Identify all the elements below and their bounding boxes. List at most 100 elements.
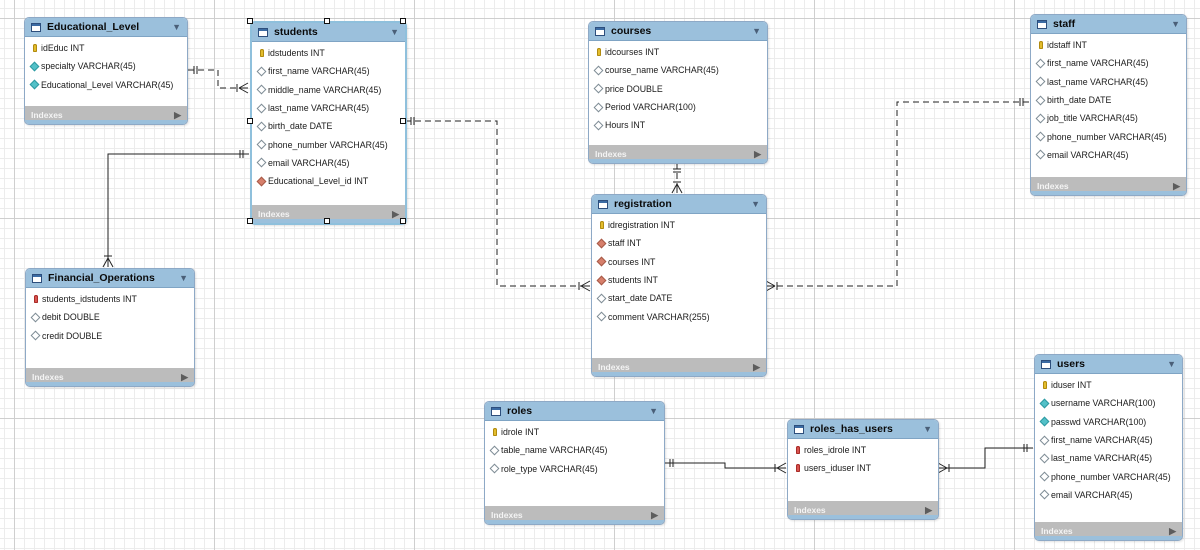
- table-column[interactable]: credit DOUBLE: [26, 327, 194, 345]
- table-column[interactable]: Educational_Level VARCHAR(45): [25, 76, 187, 94]
- table-column[interactable]: debit DOUBLE: [26, 308, 194, 326]
- table-column[interactable]: specialty VARCHAR(45): [25, 57, 187, 75]
- table-column[interactable]: first_name VARCHAR(45): [1031, 54, 1186, 72]
- collapse-chevron-icon[interactable]: ▼: [179, 273, 188, 283]
- collapse-chevron-icon[interactable]: ▼: [751, 199, 760, 209]
- relationship-roles-to-roles-has-users[interactable]: [664, 459, 787, 474]
- resize-handle[interactable]: [247, 118, 253, 124]
- table-column[interactable]: role_type VARCHAR(45): [485, 460, 664, 478]
- table-column[interactable]: job_title VARCHAR(45): [1031, 109, 1186, 127]
- table-column[interactable]: idcourses INT: [589, 43, 767, 61]
- collapse-chevron-icon[interactable]: ▼: [390, 27, 399, 37]
- expand-arrow-icon[interactable]: ▶: [174, 109, 181, 120]
- table-column[interactable]: username VARCHAR(100): [1035, 394, 1182, 412]
- table-column[interactable]: students_idstudents INT: [26, 290, 194, 308]
- table-column[interactable]: iduser INT: [1035, 376, 1182, 394]
- table-column[interactable]: comment VARCHAR(255): [592, 307, 766, 325]
- relationship-line[interactable]: [664, 462, 786, 469]
- indexes-section[interactable]: Indexes▶: [252, 205, 405, 223]
- table-column[interactable]: birth_date DATE: [1031, 91, 1186, 109]
- table-column[interactable]: course_name VARCHAR(45): [589, 61, 767, 79]
- expand-arrow-icon[interactable]: ▶: [1169, 525, 1176, 536]
- indexes-section[interactable]: Indexes▶: [788, 501, 938, 519]
- relationship-educational-level-to-students[interactable]: [188, 66, 249, 94]
- table-column[interactable]: idrole INT: [485, 423, 664, 441]
- table-header[interactable]: roles▼: [485, 402, 664, 421]
- table-column[interactable]: idstudents INT: [252, 44, 405, 62]
- expand-arrow-icon[interactable]: ▶: [1173, 180, 1180, 191]
- table-column[interactable]: phone_number VARCHAR(45): [252, 135, 405, 153]
- table-header[interactable]: Financial_Operations▼: [26, 269, 194, 288]
- table-column[interactable]: staff INT: [592, 234, 766, 252]
- expand-arrow-icon[interactable]: ▶: [754, 148, 761, 159]
- table-column[interactable]: idregistration INT: [592, 216, 766, 234]
- table-column[interactable]: start_date DATE: [592, 289, 766, 307]
- table-header[interactable]: students▼: [252, 23, 405, 42]
- table-column[interactable]: idEduc INT: [25, 39, 187, 57]
- resize-handle[interactable]: [400, 218, 406, 224]
- indexes-section[interactable]: Indexes▶: [25, 106, 187, 124]
- collapse-chevron-icon[interactable]: ▼: [1167, 359, 1176, 369]
- indexes-section[interactable]: Indexes▶: [592, 358, 766, 376]
- collapse-chevron-icon[interactable]: ▼: [1171, 19, 1180, 29]
- table-header[interactable]: roles_has_users▼: [788, 420, 938, 439]
- relationship-line[interactable]: [766, 101, 1029, 287]
- resize-handle[interactable]: [323, 218, 330, 224]
- expand-arrow-icon[interactable]: ▶: [181, 371, 188, 382]
- relationship-users-to-roles-has-users[interactable]: [937, 444, 1033, 474]
- indexes-section[interactable]: Indexes▶: [1031, 177, 1186, 195]
- indexes-section[interactable]: Indexes▶: [485, 506, 664, 524]
- expand-arrow-icon[interactable]: ▶: [925, 504, 932, 515]
- relationship-students-to-registration[interactable]: [405, 117, 591, 292]
- table-column[interactable]: phone_number VARCHAR(45): [1031, 127, 1186, 145]
- collapse-chevron-icon[interactable]: ▼: [172, 22, 181, 32]
- table-column[interactable]: middle_name VARCHAR(45): [252, 81, 405, 99]
- table-column[interactable]: first_name VARCHAR(45): [252, 62, 405, 80]
- resize-handle[interactable]: [247, 218, 253, 224]
- relationship-line[interactable]: [107, 153, 249, 267]
- resize-handle[interactable]: [400, 118, 406, 124]
- table-column[interactable]: email VARCHAR(45): [1035, 486, 1182, 504]
- collapse-chevron-icon[interactable]: ▼: [649, 406, 658, 416]
- table-column[interactable]: users_iduser INT: [788, 459, 938, 477]
- table-column[interactable]: courses INT: [592, 253, 766, 271]
- table-column[interactable]: roles_idrole INT: [788, 441, 938, 459]
- resize-handle[interactable]: [400, 18, 406, 24]
- resize-handle[interactable]: [323, 18, 330, 24]
- table-column[interactable]: first_name VARCHAR(45): [1035, 431, 1182, 449]
- indexes-section[interactable]: Indexes▶: [26, 368, 194, 386]
- indexes-section[interactable]: Indexes▶: [589, 145, 767, 163]
- resize-handle[interactable]: [247, 18, 253, 24]
- table-header[interactable]: staff▼: [1031, 15, 1186, 34]
- relationship-courses-to-registration[interactable]: [671, 163, 683, 194]
- table-column[interactable]: phone_number VARCHAR(45): [1035, 467, 1182, 485]
- table-column[interactable]: Educational_Level_id INT: [252, 172, 405, 190]
- indexes-section[interactable]: Indexes▶: [1035, 522, 1182, 540]
- table-column[interactable]: email VARCHAR(45): [1031, 146, 1186, 164]
- table-financial-operations[interactable]: Financial_Operations▼ students_idstudents…: [25, 268, 195, 387]
- relationship-students-to-financial-operations[interactable]: [102, 150, 249, 268]
- table-column[interactable]: idstaff INT: [1031, 36, 1186, 54]
- table-header[interactable]: Educational_Level▼: [25, 18, 187, 37]
- expand-arrow-icon[interactable]: ▶: [392, 208, 399, 219]
- table-column[interactable]: passwd VARCHAR(100): [1035, 413, 1182, 431]
- expand-arrow-icon[interactable]: ▶: [753, 361, 760, 372]
- relationship-line[interactable]: [938, 447, 1033, 469]
- relationship-line[interactable]: [405, 120, 590, 287]
- collapse-chevron-icon[interactable]: ▼: [752, 26, 761, 36]
- table-column[interactable]: price DOUBLE: [589, 80, 767, 98]
- relationship-staff-to-registration[interactable]: [765, 98, 1029, 292]
- table-column[interactable]: Hours INT: [589, 116, 767, 134]
- table-column[interactable]: birth_date DATE: [252, 117, 405, 135]
- table-column[interactable]: Period VARCHAR(100): [589, 98, 767, 116]
- table-header[interactable]: courses▼: [589, 22, 767, 41]
- collapse-chevron-icon[interactable]: ▼: [923, 424, 932, 434]
